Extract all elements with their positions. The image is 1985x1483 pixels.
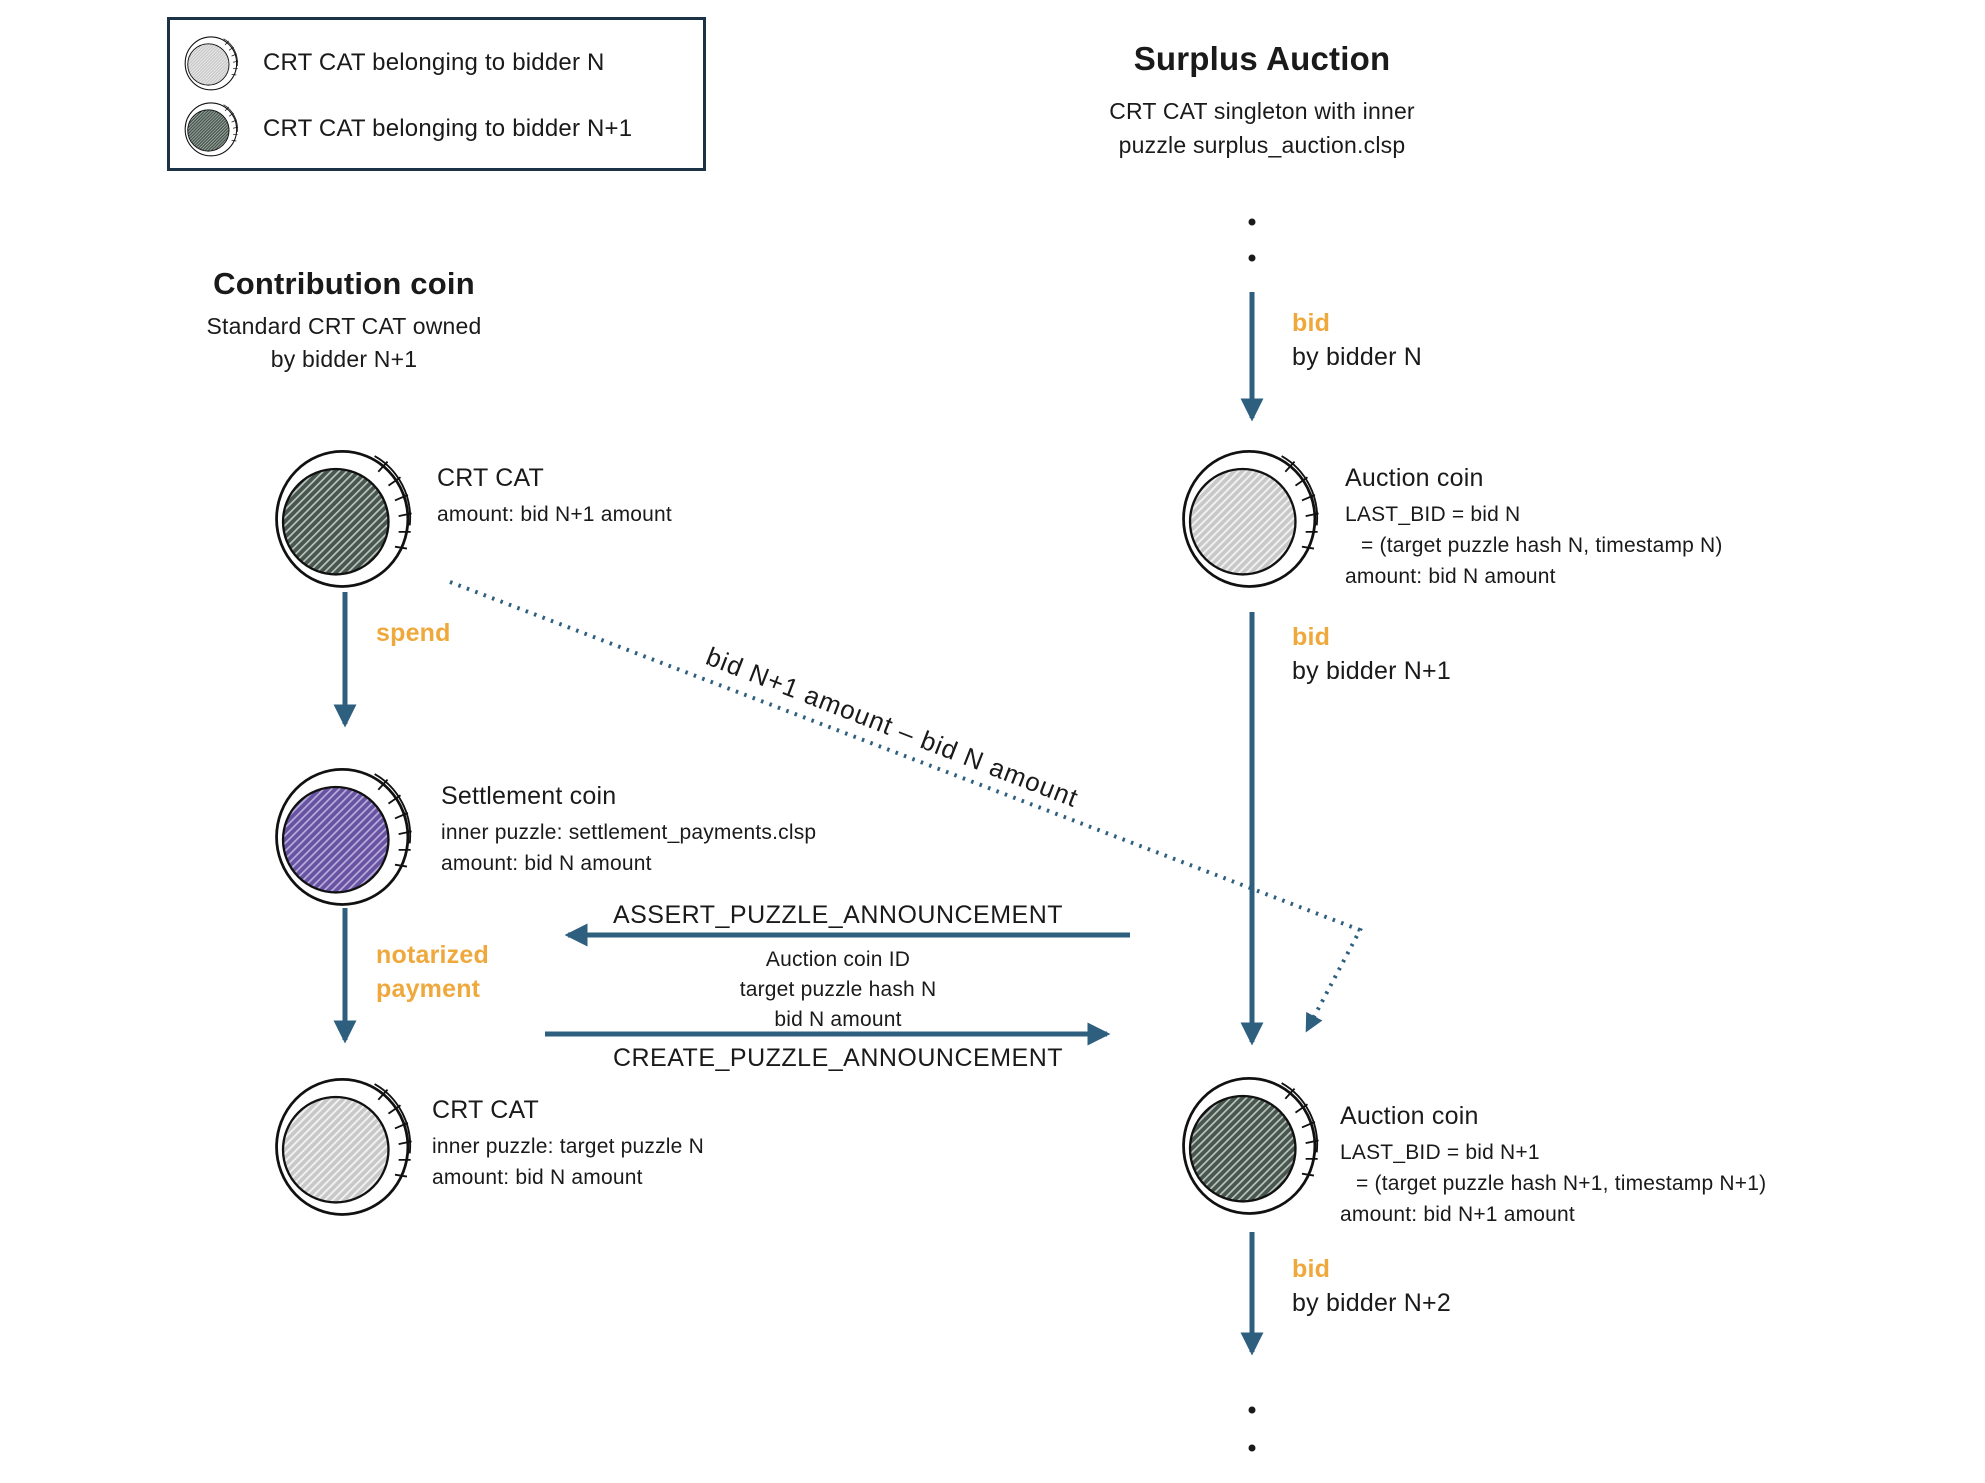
announcement-param: Auction coin ID (765, 948, 911, 971)
coin-heading: CRT CAT (432, 1096, 539, 1124)
contribution-cat-coin (275, 450, 413, 588)
bid-by: by bidder N+2 (1292, 1289, 1451, 1317)
ellipsis-dot (1248, 1406, 1256, 1414)
ellipsis-dot (1248, 218, 1256, 226)
coin-amount: amount: bid N+1 amount (437, 503, 672, 526)
payment-cat-coin (275, 1078, 413, 1216)
assert-announcement-label: ASSERT_PUZZLE_ANNOUNCEMENT (612, 901, 1064, 929)
settlement-coin (275, 768, 413, 906)
coin-inner-puzzle: inner puzzle: target puzzle N (432, 1135, 704, 1158)
surplus-dotted-arrow (449, 580, 1363, 1033)
coin-last-bid-detail: = (target puzzle hash N+1, timestamp N+1… (1356, 1172, 1767, 1195)
bid-label-n: bid by bidder N (1292, 306, 1422, 374)
create-announcement-label: CREATE_PUZZLE_ANNOUNCEMENT (612, 1044, 1064, 1072)
ellipsis-dot (1248, 1444, 1256, 1452)
coin-amount: amount: bid N amount (1345, 565, 1556, 588)
notarized-payment-label: notarized payment (376, 938, 489, 1006)
bid-by: by bidder N+1 (1292, 657, 1451, 685)
contribution-coin-labels: CRT CAT amount: bid N+1 amount (437, 464, 672, 530)
notarized-label-line: payment (376, 975, 481, 1003)
auction-coin-n-labels: Auction coin LAST_BID = bid N = (target … (1345, 464, 1723, 592)
bid-action: bid (1292, 1255, 1331, 1283)
contribution-coin-subtitle: by bidder N+1 (270, 346, 418, 372)
contribution-coin-subtitle: Standard CRT CAT owned (206, 313, 482, 339)
coin-amount: amount: bid N amount (432, 1166, 643, 1189)
auction-coin-n (1182, 450, 1320, 588)
surplus-auction-subtitle: CRT CAT singleton with inner (1109, 98, 1415, 124)
bid-label-n1: bid by bidder N+1 (1292, 620, 1451, 688)
contribution-coin-title: Contribution coin (213, 266, 475, 301)
bid-action: bid (1292, 623, 1331, 651)
ellipsis-dot (1248, 254, 1256, 262)
coin-heading: Settlement coin (441, 782, 617, 810)
coin-inner-puzzle: inner puzzle: settlement_payments.clsp (441, 821, 817, 844)
surplus-auction-title: Surplus Auction (1133, 40, 1391, 77)
bid-by: by bidder N (1292, 343, 1423, 371)
coin-last-bid-detail: = (target puzzle hash N, timestamp N) (1361, 534, 1723, 557)
settlement-coin-labels: Settlement coin inner puzzle: settlement… (441, 782, 816, 879)
bid-label-n2: bid by bidder N+2 (1292, 1252, 1451, 1320)
coin-heading: Auction coin (1345, 464, 1484, 492)
payment-coin-labels: CRT CAT inner puzzle: target puzzle N am… (432, 1096, 704, 1193)
legend-item-label: CRT CAT belonging to bidder N (263, 49, 605, 76)
legend-box (167, 17, 706, 171)
bid-action: bid (1292, 309, 1331, 337)
coin-last-bid: LAST_BID = bid N+1 (1340, 1141, 1540, 1164)
legend-item-label: CRT CAT belonging to bidder N+1 (263, 115, 633, 142)
announcement-param: target puzzle hash N (739, 978, 937, 1001)
coin-last-bid: LAST_BID = bid N (1345, 503, 1521, 526)
spend-label: spend (376, 619, 451, 647)
announcement-param: bid N amount (774, 1008, 902, 1031)
coin-heading: CRT CAT (437, 464, 544, 492)
coin-amount: amount: bid N amount (441, 852, 652, 875)
coin-heading: Auction coin (1340, 1102, 1479, 1130)
auction-coin-n1-labels: Auction coin LAST_BID = bid N+1 = (targe… (1340, 1102, 1766, 1230)
notarized-label-line: notarized (376, 941, 489, 969)
coin-amount: amount: bid N+1 amount (1340, 1203, 1575, 1226)
auction-coin-n1 (1182, 1077, 1320, 1215)
surplus-auction-subtitle: puzzle surplus_auction.clsp (1118, 132, 1406, 158)
